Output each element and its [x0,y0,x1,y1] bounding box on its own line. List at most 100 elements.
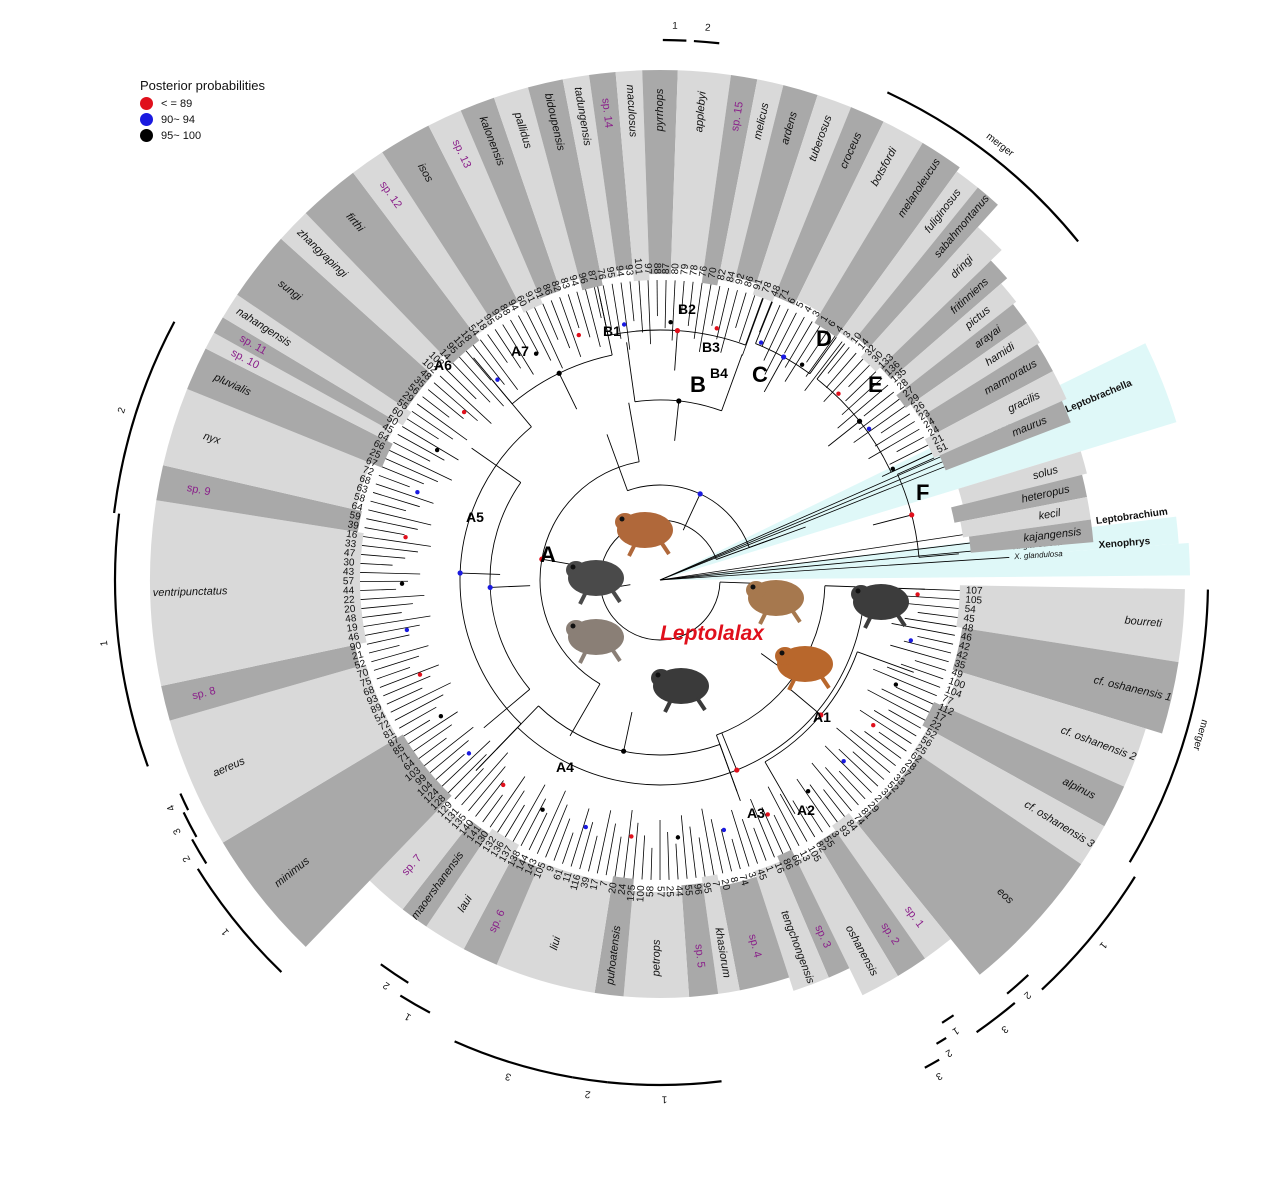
frog-leg [659,540,671,556]
bracket-left-1 [113,513,149,767]
tip-branch [750,798,775,858]
support-node [765,812,770,817]
tip-number: 86 [743,274,757,288]
tip-number: 6 [786,296,799,306]
tip-number: 54 [373,710,388,725]
band-kajangensis [968,519,1094,553]
frog-head [746,581,766,599]
clade-branch [716,538,773,560]
tip-branch [873,668,937,697]
tip-branch [805,336,836,377]
tip-number: 19 [346,622,359,635]
support-node [909,512,915,518]
genus-label: Leptolalax [660,622,765,645]
tip-branch [542,303,559,340]
band-maoershanensis [402,821,489,927]
legend-item-high: 95~ 100 [140,129,265,142]
tip-number: 48 [345,613,358,625]
support-node [495,377,500,382]
tip-number: 47 [344,548,356,560]
tip-branch [796,778,831,828]
band-pluvialis [187,348,393,468]
outgroup-branch [659,527,1007,581]
support-node [556,370,562,376]
band-nahangensis [222,294,412,426]
tip-branch [667,831,670,880]
tip-branch [763,308,789,361]
tip-branch [664,280,667,329]
tip-branch [383,675,431,697]
tip-branch [698,837,706,877]
band-firthi [305,172,480,365]
legend-label-mid: 90~ 94 [161,113,195,126]
stem-branch [682,493,701,531]
tip-number: 21 [931,432,946,447]
band-botsfordi [796,121,923,313]
tip-branch [773,814,792,851]
tip-branch [364,527,405,536]
band-label-maculosus: maculosus [624,84,639,138]
tip-number: 88 [651,263,662,275]
bracket-br-1 [941,1014,955,1024]
tip-branch [881,688,930,713]
bracket-bottom-b2-label: 2 [381,979,392,991]
tip-number: 11 [561,870,575,884]
frog-leg [819,674,831,690]
tip-number: 96 [691,883,703,896]
tip-number: 16 [772,861,787,876]
tip-number: 72 [361,464,376,478]
tip-branch [759,301,773,333]
outgroup-branch [659,538,1008,581]
tip-branch [408,711,458,745]
tip-branch [681,280,685,314]
frog-photos [566,512,909,713]
clade-branch [816,343,846,380]
band-pictus [895,283,1017,388]
band-oshanensis [796,847,898,996]
support-node [758,340,764,345]
tip-branch [361,545,418,553]
frog-leg [610,647,622,663]
tip-branch [671,280,676,341]
tip-number: 83 [558,276,572,290]
frog-eye [619,516,625,522]
band-tadungensis [562,74,618,280]
frog-leg [610,588,622,604]
tip-branch [838,748,879,787]
tip-branch [479,339,519,390]
frog-leg [758,611,768,625]
clade-branch [719,744,741,801]
tip-number: 7 [709,880,721,888]
band-tuberosus [752,94,852,302]
tip-branch [874,421,915,447]
tip-number: 3 [842,329,854,340]
support-node [890,466,896,472]
tip-branch [567,294,580,329]
band-sp-11 [213,317,393,429]
support-node [856,418,863,424]
legend-label-low: < = 89 [161,97,193,110]
tip-number: 56 [918,735,934,750]
tip-number: 13 [797,849,812,864]
tip-number: 42 [955,649,969,662]
subclade-label-a1: A1 [813,709,831,725]
tip-branch [611,283,622,339]
frog-leg [790,608,802,624]
clade-branch [755,301,773,344]
support-node [457,570,463,576]
bracket-top-1-label: 1 [672,21,678,32]
bracket-ll-1-label: 1 [219,926,231,938]
clade-label-e: E [868,372,883,397]
band-sp-8 [161,644,361,721]
tip-branch [641,835,646,880]
tip-branch [394,694,444,721]
band-sp-12 [353,152,494,336]
tip-branch [689,826,697,878]
tip-branch [368,644,400,654]
tip-branch [403,719,431,737]
tip-number: 105 [965,595,983,607]
tip-branch [502,324,534,375]
